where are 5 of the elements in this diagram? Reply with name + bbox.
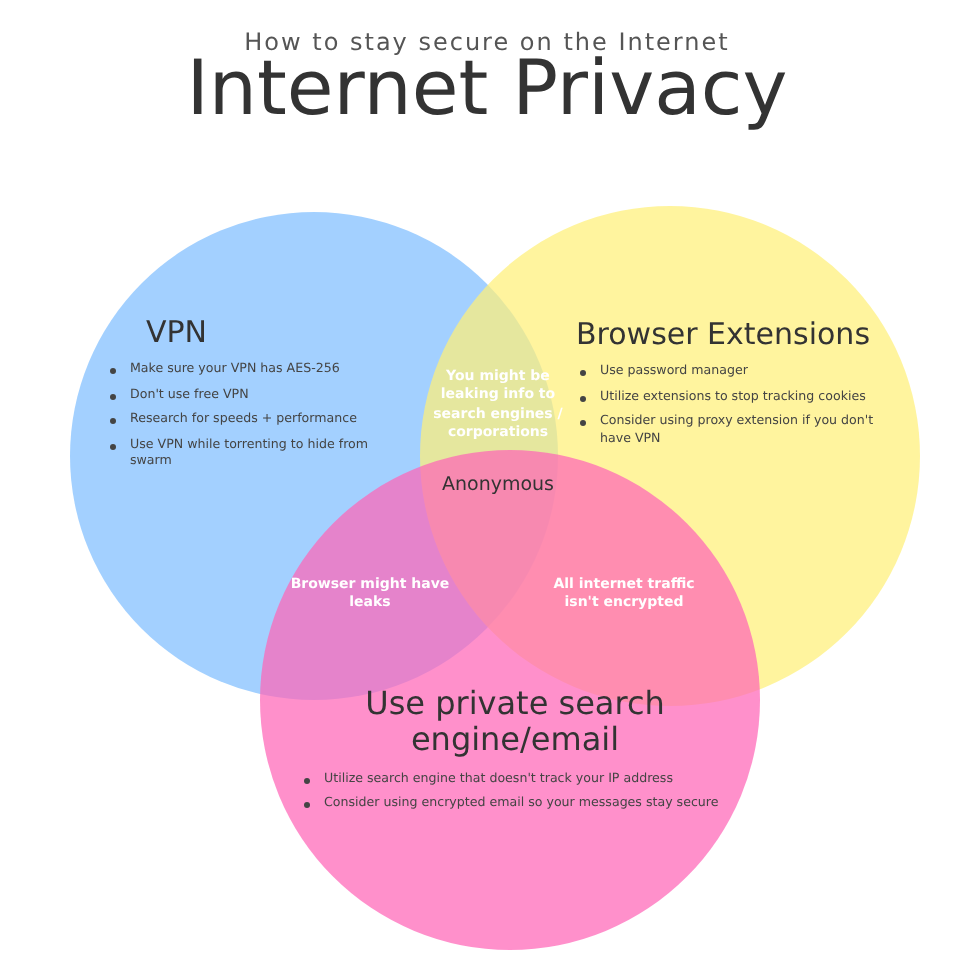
circle-heading: Browser Extensions: [576, 318, 873, 353]
circle-heading: VPN: [144, 316, 210, 351]
overlap-label: Anonymous: [439, 474, 556, 496]
subtitle: How to stay secure on the Internet: [242, 28, 732, 56]
circle-heading: Use private search engine/email: [363, 686, 667, 760]
